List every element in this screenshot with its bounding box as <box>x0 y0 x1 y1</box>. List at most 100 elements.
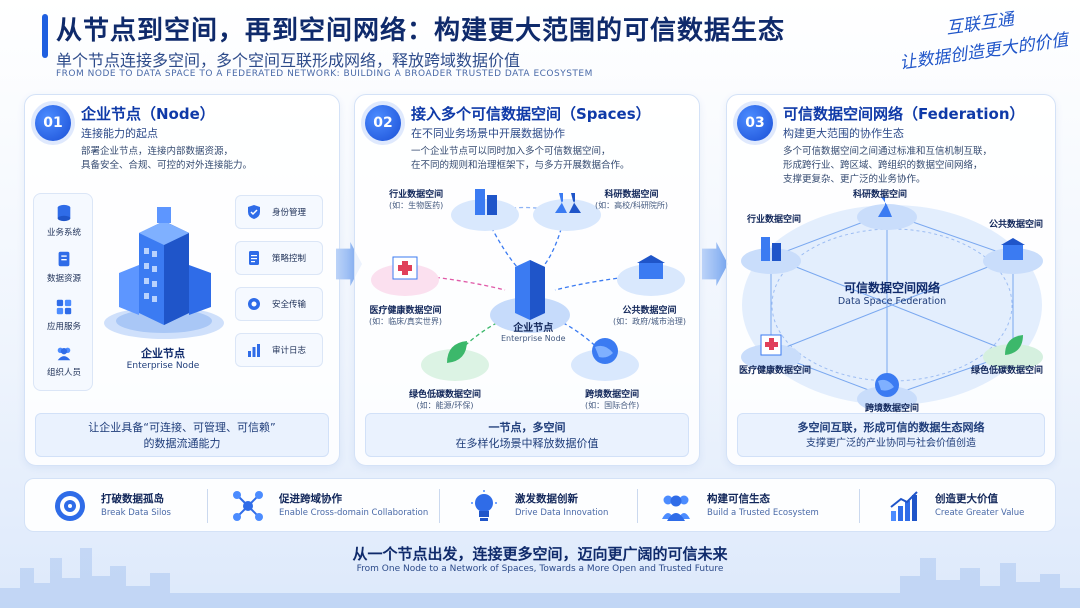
summary-line: 多空间互联，形成可信的数据生态网络 <box>797 421 985 434</box>
panel-data-spaces: 02 接入多个可信数据空间（Spaces） 在不同业务场景中开展数据协作 一个企… <box>354 94 700 466</box>
space-name: 科研数据空间 <box>604 190 659 200</box>
panel-summary: 一节点，多空间 在多样化场景中释放数据价值 <box>365 413 689 457</box>
desc-line: 部署企业节点，连接内部数据资源， <box>81 146 234 157</box>
fed-node-name: 行业数据空间 <box>747 215 802 225</box>
step-number-badge: 01 <box>35 105 71 141</box>
summary-line: 一节点，多空间 <box>488 421 566 434</box>
panel-federation: 03 可信数据空间网络（Federation） 构建更大范围的协作生态 多个可信… <box>726 94 1056 466</box>
public-space-disc <box>617 255 685 296</box>
database-icon <box>57 204 71 222</box>
panel-summary: 多空间互联，形成可信的数据生态网络 支撑更广泛的产业协同与社会价值创造 <box>737 413 1045 457</box>
panel-subtitle: 在不同业务场景中开展数据协作 <box>411 127 565 140</box>
panel-enterprise-node: 01 企业节点（Node） 连接能力的起点 部署企业节点，连接内部数据资源， 具… <box>24 94 340 466</box>
space-note: (如：高校/科研院所) <box>595 201 668 210</box>
panel-title: 企业节点（Node） <box>81 105 215 123</box>
research-space-disc <box>533 193 601 231</box>
resource-label: 数据资源 <box>46 274 81 284</box>
enterprise-building-illustration <box>104 207 224 339</box>
node-label-cn: 企业节点 <box>141 347 185 360</box>
panel-subtitle: 构建更大范围的协作生态 <box>783 127 904 140</box>
space-name: 跨境数据空间 <box>585 390 640 400</box>
document-icon <box>58 251 70 267</box>
fed-node-public <box>983 238 1043 274</box>
page-title: 从节点到空间，再到空间网络：构建更大范围的可信数据生态 <box>56 16 786 46</box>
title-accent-bar <box>42 14 48 58</box>
medical-space-disc <box>371 256 439 296</box>
spaces-network-diagram <box>371 189 685 381</box>
center-node-en: Enterprise Node <box>501 334 566 343</box>
fed-label-industry: 行业数据空间 <box>747 212 801 225</box>
federation-center-cn: 可信数据空间网络 <box>843 281 940 295</box>
bar-chart-icon <box>248 344 260 357</box>
space-label-research: 科研数据空间 (如：高校/科研院所) <box>595 187 668 211</box>
divider <box>207 489 208 523</box>
summary-line: 支撑更广泛的产业协同与社会价值创造 <box>806 438 976 449</box>
page-subtitle-en: FROM NODE TO DATA SPACE TO A FEDERATED N… <box>56 69 593 79</box>
federation-center-label: 可信数据空间网络 Data Space Federation <box>827 279 957 307</box>
desc-line: 具备安全、合规、可控的对外连接能力。 <box>81 160 253 171</box>
space-name: 行业数据空间 <box>389 190 444 200</box>
summary-line: 在多样化场景中释放数据价值 <box>455 437 599 450</box>
resource-item: 数据资源 <box>34 250 94 284</box>
fed-node-name: 绿色低碳数据空间 <box>971 366 1044 376</box>
capability-label: 审计日志 <box>272 346 307 356</box>
panel-title: 可信数据空间网络（Federation） <box>783 105 1025 123</box>
crossborder-space-disc <box>571 338 639 381</box>
space-note: (如：生物医药) <box>389 201 444 210</box>
fed-label-public: 公共数据空间 <box>989 217 1043 230</box>
policy-document-icon <box>249 251 259 265</box>
fed-label-crossborder: 跨境数据空间 <box>865 401 919 414</box>
footer-slogan-en: From One Node to a Network of Spaces, To… <box>356 564 724 574</box>
people-group-icon <box>57 347 71 361</box>
fed-node-crossborder <box>857 373 917 412</box>
federation-center-en: Data Space Federation <box>837 296 947 307</box>
internal-resources-list: 业务系统 数据资源 应用服务 组织人员 <box>33 193 93 391</box>
divider <box>439 489 440 523</box>
resource-item: 应用服务 <box>34 298 94 332</box>
fed-label-green: 绿色低碳数据空间 <box>971 363 1043 376</box>
node-label-en: Enterprise Node <box>126 361 200 371</box>
fed-node-research <box>857 197 917 230</box>
city-skyline-decoration <box>0 548 1080 608</box>
target-icon <box>55 491 85 521</box>
summary-line: 的数据流通能力 <box>143 437 221 450</box>
fed-node-medical <box>741 334 801 370</box>
resource-item: 业务系统 <box>34 204 94 238</box>
benefit-title: 激发数据创新 <box>515 493 578 505</box>
resource-label: 业务系统 <box>46 228 81 238</box>
fed-node-name: 公共数据空间 <box>989 220 1044 230</box>
footer-slogan: 从一个节点出发，连接更多空间，迈向更广阔的可信未来 <box>352 545 728 563</box>
panel-summary: 让企业具备“可连接、可管理、可信赖” 的数据流通能力 <box>35 413 329 457</box>
fed-label-research: 科研数据空间 <box>853 187 907 200</box>
resource-item: 组织人员 <box>34 344 94 378</box>
enterprise-node-label: 企业节点 Enterprise Node <box>103 345 223 371</box>
fed-node-industry <box>741 237 801 274</box>
gear-icon <box>248 298 260 310</box>
space-label-public: 公共数据空间 (如：政府/城市治理) <box>613 303 686 327</box>
benefit-subtitle: Break Data Silos <box>101 508 171 518</box>
divider <box>637 489 638 523</box>
benefits-bar: 打破数据孤岛 Break Data Silos 促进跨域协作 Enable Cr… <box>24 478 1056 532</box>
desc-line: 支撑更复杂、更广泛的业务协作。 <box>783 174 926 185</box>
desc-line: 多个可信数据空间之间通过标准和互信机制互联， <box>783 146 993 157</box>
fed-node-name: 跨境数据空间 <box>865 404 920 414</box>
capability-label: 身份管理 <box>272 208 307 218</box>
benefit-title: 构建可信生态 <box>707 493 770 505</box>
capability-label: 策略控制 <box>272 254 307 264</box>
capability-policy: 策略控制 <box>235 241 323 275</box>
benefit-subtitle: Create Greater Value <box>935 508 1025 518</box>
network-nodes-icon <box>233 491 263 521</box>
fed-node-name: 医疗健康数据空间 <box>739 366 812 376</box>
summary-line: 让企业具备“可连接、可管理、可信赖” <box>88 421 276 434</box>
divider <box>859 489 860 523</box>
capability-identity: 身份管理 <box>235 195 323 229</box>
fed-node-name: 科研数据空间 <box>853 190 908 200</box>
desc-line: 在不同的规则和治理框架下，与多方开展数据合作。 <box>411 160 630 171</box>
space-note: (如：国际合作) <box>585 401 640 410</box>
page-subtitle: 单个节点连接多空间，多个空间互联形成网络，释放跨域数据价值 <box>56 51 521 70</box>
resource-label: 组织人员 <box>46 368 81 378</box>
center-node-cn: 企业节点 <box>513 323 554 334</box>
capability-audit: 审计日志 <box>235 333 323 367</box>
federation-network-diagram <box>741 197 1043 412</box>
benefit-title: 促进跨域协作 <box>279 493 342 505</box>
